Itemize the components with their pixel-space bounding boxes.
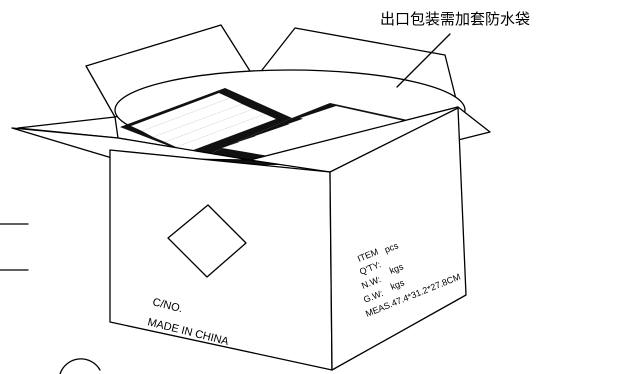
callout-leader xyxy=(396,33,451,88)
partial-circle xyxy=(59,358,101,374)
diamond-label xyxy=(167,204,247,278)
grill-rack-left xyxy=(120,88,292,158)
callout-text: 出口包装需加套防水袋 xyxy=(380,10,530,28)
box-side-face xyxy=(329,107,467,371)
